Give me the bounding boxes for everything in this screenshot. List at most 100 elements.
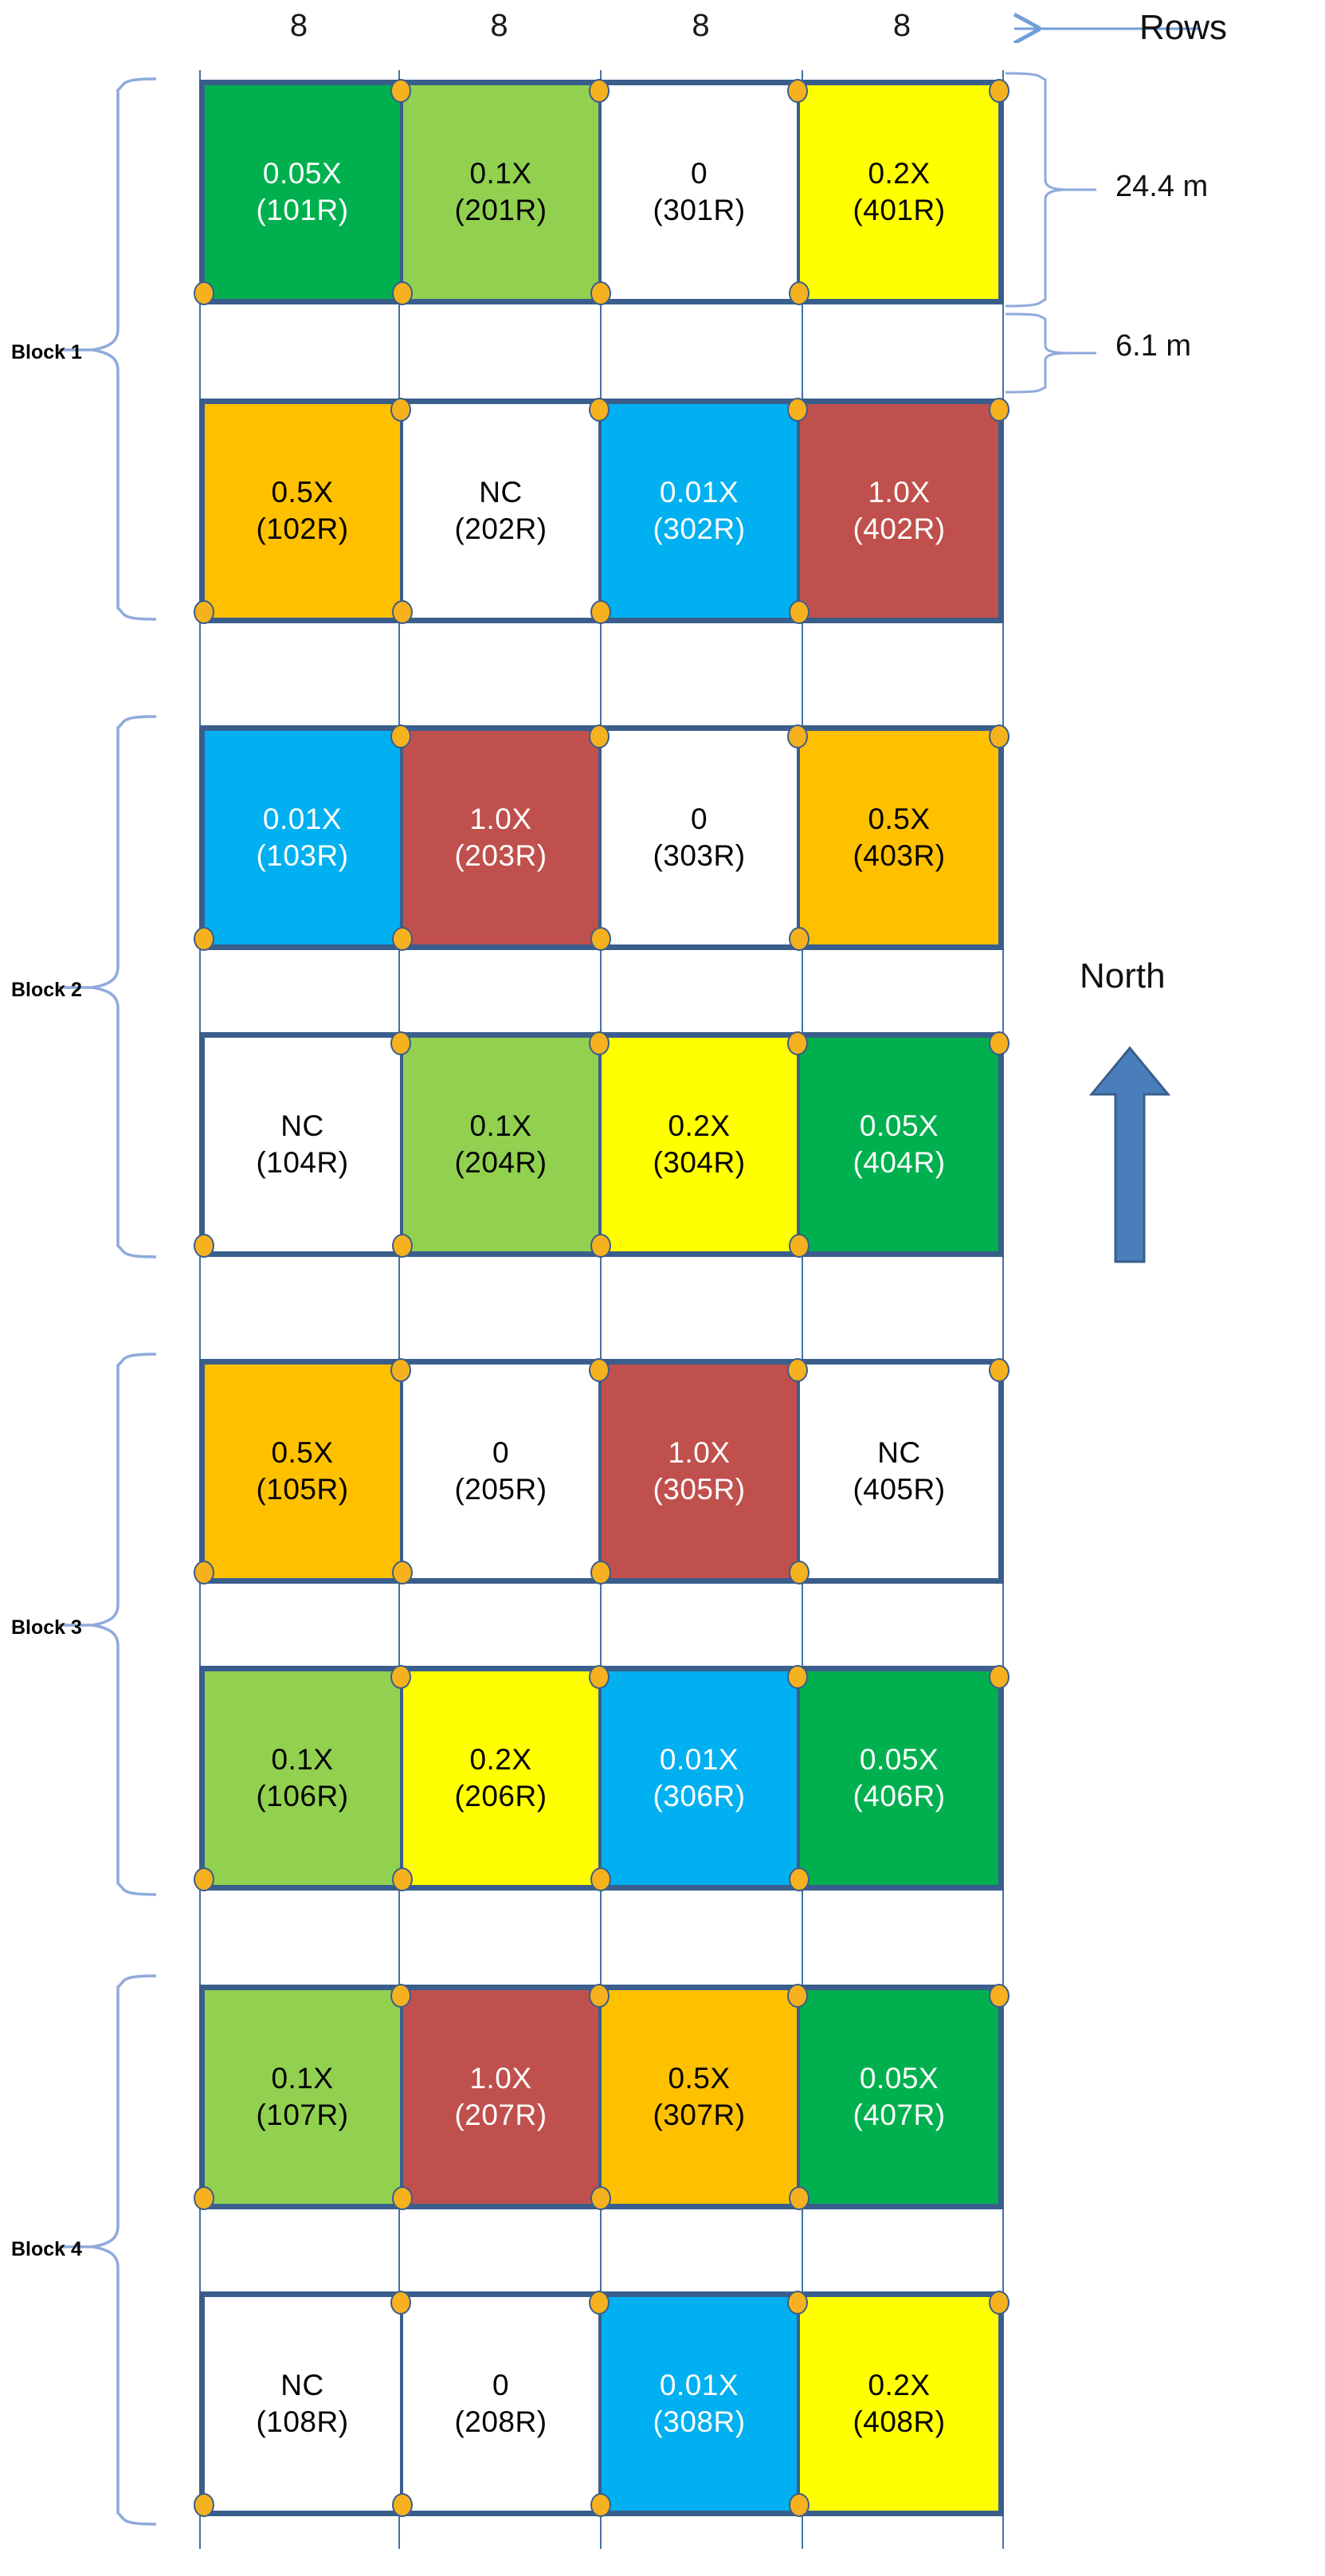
plot-row: NC(104R)0.1X(204R)0.2X(304R)0.05X(404R) bbox=[194, 1031, 1009, 1258]
plot-corner-dot-icon bbox=[390, 1665, 411, 1689]
plot-cell[interactable]: 0.5X(102R) bbox=[194, 398, 411, 624]
plot-corner-dot-icon bbox=[589, 398, 610, 422]
plot-rate-label: 0.01X bbox=[659, 2368, 739, 2401]
plot-corner-dot-icon bbox=[392, 281, 413, 305]
plot-corner-dot-icon bbox=[789, 1867, 810, 1891]
plot-corner-dot-icon bbox=[787, 1358, 808, 1382]
plot-code-label: (308R) bbox=[653, 2405, 746, 2438]
plot-corner-dot-icon bbox=[590, 2493, 611, 2517]
plot-cell[interactable]: 0.05X(404R) bbox=[789, 1031, 1009, 1258]
plot-cell[interactable]: 0.1X(204R) bbox=[392, 1031, 610, 1258]
grid-vline bbox=[1002, 70, 1004, 2549]
plot-cell[interactable]: 1.0X(305R) bbox=[590, 1358, 808, 1584]
plot-rate-label: 0 bbox=[492, 2368, 510, 2401]
plot-code-label: (304R) bbox=[653, 1146, 746, 1179]
plot-cell[interactable]: 0.01X(302R) bbox=[590, 398, 808, 624]
plot-rate-label: 0.01X bbox=[659, 1742, 739, 1776]
block-1-brace bbox=[59, 77, 157, 621]
plot-code-label: (202R) bbox=[454, 512, 547, 545]
plot-code-label: (107R) bbox=[256, 2099, 349, 2131]
plot-cell[interactable]: NC(108R) bbox=[194, 2291, 411, 2517]
plot-code-label: (408R) bbox=[853, 2405, 946, 2438]
plot-code-label: (305R) bbox=[653, 1473, 746, 1506]
plot-corner-dot-icon bbox=[789, 281, 810, 305]
column-header-2: 8 bbox=[490, 8, 508, 43]
plot-cell[interactable]: 0.2X (401R) bbox=[789, 79, 1009, 305]
plot-corner-dot-icon bbox=[787, 1031, 808, 1055]
plot-corner-dot-icon bbox=[589, 2291, 610, 2315]
plot-corner-dot-icon bbox=[787, 2291, 808, 2315]
plot-corner-dot-icon bbox=[390, 398, 411, 422]
plot-code-label: (106R) bbox=[256, 1780, 349, 1812]
plot-cell[interactable]: 0.1X (106R) bbox=[194, 1665, 411, 1891]
plot-code-label: (103R) bbox=[256, 839, 349, 872]
plot-corner-dot-icon bbox=[390, 1358, 411, 1382]
plot-cell[interactable]: NC(202R) bbox=[392, 398, 610, 624]
plot-cell[interactable]: 0.05X(101R) bbox=[194, 79, 411, 305]
plot-cell[interactable]: 0(205R) bbox=[392, 1358, 610, 1584]
plot-code-label: (307R) bbox=[653, 2099, 746, 2131]
plot-corner-dot-icon bbox=[789, 2493, 810, 2517]
plot-cell[interactable]: 0.2X(206R) bbox=[392, 1665, 610, 1891]
plot-rate-label: 0.05X bbox=[262, 156, 343, 190]
plot-cell[interactable]: 0(303R) bbox=[590, 724, 808, 951]
plot-cell[interactable]: 1.0X(203R) bbox=[392, 724, 610, 951]
grid-vline bbox=[600, 70, 602, 2549]
grid-vline bbox=[398, 70, 400, 2549]
plot-corner-dot-icon bbox=[194, 600, 214, 624]
plot-code-label: (208R) bbox=[454, 2405, 547, 2438]
plot-corner-dot-icon bbox=[989, 1984, 1009, 2008]
plot-corner-dot-icon bbox=[589, 1984, 610, 2008]
plot-cell[interactable]: 0.5X(403R) bbox=[789, 724, 1009, 951]
plot-cell[interactable]: 0.5X(105R) bbox=[194, 1358, 411, 1584]
plot-cell[interactable]: 0.1X(201R) bbox=[392, 79, 610, 305]
plot-corner-dot-icon bbox=[390, 2291, 411, 2315]
plot-rate-label: 0.2X bbox=[868, 156, 931, 190]
plot-rate-label: 0.1X bbox=[271, 2061, 334, 2095]
block-3-label: Block 3 bbox=[11, 1616, 82, 1639]
north-arrow-icon bbox=[1088, 1046, 1171, 1263]
plot-code-label: (303R) bbox=[653, 839, 746, 872]
plot-cell[interactable]: NC(405R) bbox=[789, 1358, 1009, 1584]
plot-corner-dot-icon bbox=[590, 281, 611, 305]
plot-corner-dot-icon bbox=[787, 724, 808, 748]
rows-label: Rows bbox=[1139, 8, 1228, 47]
plot-code-label: (108R) bbox=[256, 2405, 349, 2438]
plot-cell[interactable]: 0.01X(103R) bbox=[194, 724, 411, 951]
plot-length-label: 24.4 m bbox=[1115, 170, 1209, 203]
plot-cell[interactable]: 0 (208R) bbox=[392, 2291, 610, 2517]
plot-corner-dot-icon bbox=[392, 2186, 413, 2210]
plot-corner-dot-icon bbox=[390, 1984, 411, 2008]
plot-corner-dot-icon bbox=[590, 1234, 611, 1258]
plot-cell[interactable]: 1.0X(207R) bbox=[392, 1984, 610, 2210]
plot-corner-dot-icon bbox=[590, 1561, 611, 1584]
block-2-brace bbox=[59, 715, 157, 1259]
plot-code-label: (406R) bbox=[853, 1780, 946, 1812]
plot-cell[interactable]: 0(301R) bbox=[590, 79, 808, 305]
plot-cell[interactable]: 1.0X(402R) bbox=[789, 398, 1009, 624]
plot-cell[interactable]: 0.05X(407R) bbox=[789, 1984, 1009, 2210]
plot-corner-dot-icon bbox=[392, 1867, 413, 1891]
plot-cell[interactable]: 0.1X (107R) bbox=[194, 1984, 411, 2210]
plot-corner-dot-icon bbox=[590, 2186, 611, 2210]
column-header-4: 8 bbox=[892, 8, 911, 43]
plot-cell[interactable]: 0.2X(304R) bbox=[590, 1031, 808, 1258]
plot-code-label: (205R) bbox=[454, 1473, 547, 1506]
plot-cell[interactable]: 0.5X(307R) bbox=[590, 1984, 808, 2210]
plot-cell[interactable]: NC(104R) bbox=[194, 1031, 411, 1258]
plot-corner-dot-icon bbox=[194, 1561, 214, 1584]
plot-cell[interactable]: 0.2X(408R) bbox=[789, 2291, 1009, 2517]
plot-code-label: (104R) bbox=[256, 1146, 349, 1179]
plot-cell[interactable]: 0.01X(306R) bbox=[590, 1665, 808, 1891]
plot-corner-dot-icon bbox=[789, 600, 810, 624]
plot-corner-dot-icon bbox=[589, 724, 610, 748]
plot-cell[interactable]: 0.01X (308R) bbox=[590, 2291, 808, 2517]
plot-cell[interactable]: 0.05X(406R) bbox=[789, 1665, 1009, 1891]
rows-arrow-icon bbox=[1008, 18, 1199, 56]
plot-rate-label: 0.1X bbox=[271, 1742, 334, 1776]
block-1-label: Block 1 bbox=[11, 341, 82, 363]
plot-corner-dot-icon bbox=[789, 1234, 810, 1258]
plot-code-label: (401R) bbox=[853, 194, 946, 226]
plot-rate-label: 1.0X bbox=[868, 475, 931, 509]
